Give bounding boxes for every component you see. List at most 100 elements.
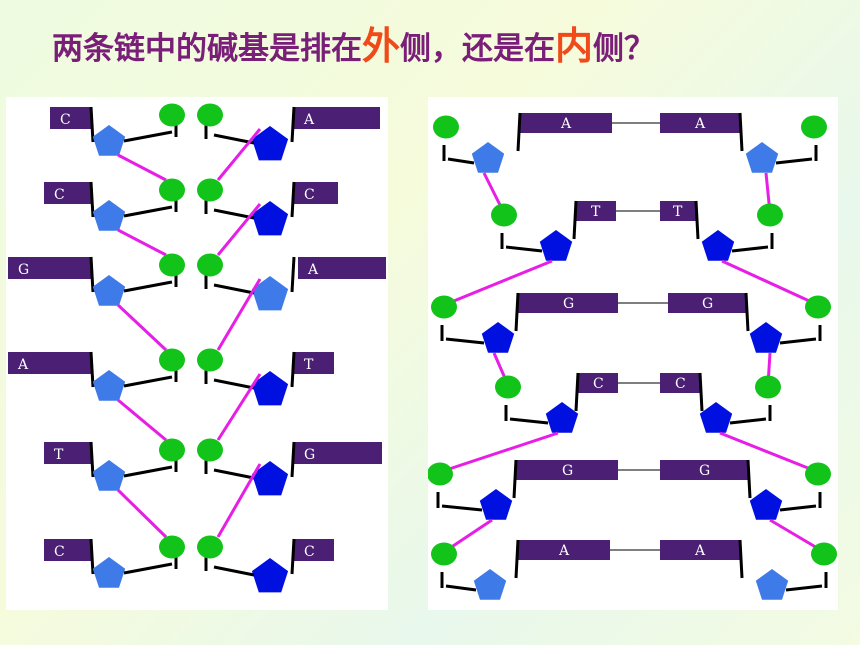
right-strand-base-5-label: C [304, 544, 315, 560]
right-backbone-bond-3 [719, 431, 819, 474]
pair-left-base-4 [516, 460, 618, 480]
right-strand-sugar-5 [251, 558, 289, 593]
pair-right-base-3 [660, 373, 700, 393]
left-strand-base-1 [44, 182, 92, 204]
left-strand-stem-2 [89, 256, 95, 293]
right-strand-stem-1 [290, 181, 296, 218]
left-strand-stem-3 [89, 351, 95, 388]
pair-left-stem-4 [512, 459, 518, 499]
left-strand-base-2-label: G [18, 262, 29, 278]
right-strand-stem-3 [290, 351, 296, 388]
pair-right-phosphate-4 [805, 462, 831, 486]
pair-right-phosphate-5 [811, 542, 837, 566]
pair-left-sugar-4 [479, 489, 513, 520]
left-strand-phosphate-0 [159, 103, 185, 127]
right-strand-sugar-2 [251, 276, 289, 311]
left-strand-stem-0 [89, 106, 95, 143]
pair-left-stem-5 [514, 539, 520, 579]
left-strand-phosphate-1 [159, 178, 185, 202]
pair-right-base-1-label: T [673, 204, 683, 220]
pair-left-base-3 [578, 373, 618, 393]
left-backbone-bond-3 [439, 431, 559, 474]
pair-right-stem-1 [694, 200, 700, 240]
right-strand-link-2 [213, 283, 255, 295]
pair-left-phosphate-5 [431, 542, 457, 566]
pair-left-base-2 [518, 293, 618, 313]
pair-left-sugar-5 [473, 569, 507, 600]
left-strand-stem-1 [89, 181, 95, 218]
right-strand-base-2-label: A [307, 262, 319, 278]
left-strand-phosphate-5 [159, 535, 185, 559]
right-strand-sugar-1 [251, 201, 289, 236]
pair-right-stem-4 [746, 459, 752, 499]
pair-left-link-0 [447, 157, 475, 165]
pair-right-base-0 [660, 113, 740, 133]
pair-left-link-4 [441, 504, 483, 512]
left-strand-base-2 [8, 257, 92, 279]
right-strand-base-5 [294, 539, 334, 561]
right-strand-base-3 [294, 352, 334, 374]
left-strand-sugar-3 [92, 370, 126, 401]
pair-right-link-0 [775, 157, 813, 165]
left-strand-sugar-2 [92, 275, 126, 306]
right-strand-base-4 [294, 442, 382, 464]
right-strand-link-0 [213, 133, 255, 145]
right-strand-link-3 [213, 378, 255, 390]
pair-right-phosphate-3 [755, 375, 781, 399]
right-backbone-bond-1 [721, 259, 819, 307]
pair-right-link-1 [731, 245, 769, 253]
left-strand-base-5 [44, 539, 92, 561]
left-strand-bond-0 [117, 153, 167, 182]
right-strand-base-2 [298, 257, 386, 279]
pair-right-sugar-3 [699, 402, 733, 433]
pair-right-link-3 [729, 417, 767, 425]
left-strand-link-4 [123, 465, 173, 478]
pair-left-link-5 [445, 584, 477, 592]
left-strand-sugar-4 [92, 460, 126, 491]
pair-right-stem-5 [738, 539, 744, 579]
pair-left-link-1 [505, 245, 543, 253]
pair-left-base-0 [520, 113, 612, 133]
right-strand-phosphate-3 [197, 348, 223, 372]
right-strand-sugar-3 [251, 371, 289, 406]
pair-right-base-5 [660, 540, 740, 560]
pair-right-stem-2 [744, 292, 750, 332]
left-strand-phosphate-2 [159, 253, 185, 277]
pair-right-stem-0 [738, 112, 744, 152]
right-strand-bond-1 [216, 203, 262, 256]
pair-right-link-2 [779, 337, 817, 345]
pair-right-base-4 [660, 460, 748, 480]
title-part-1: 两条链中的碱基是排在 [52, 31, 362, 67]
left-strand-stem-5 [89, 538, 95, 575]
pair-right-sugar-4 [749, 489, 783, 520]
left-strand-base-4 [44, 442, 92, 464]
right-strand-phosphate-5 [197, 535, 223, 559]
pair-left-phosphate-1 [491, 203, 517, 227]
left-strand-sugar-1 [92, 200, 126, 231]
right-strand-base-0 [294, 107, 380, 129]
right-strand-bond-3 [216, 373, 262, 441]
pair-right-base-3-label: C [675, 376, 686, 392]
pair-left-base-4-label: G [562, 463, 573, 479]
left-strand-bond-3 [117, 398, 167, 442]
pair-left-sugar-0 [471, 142, 505, 173]
pair-right-link-5 [785, 584, 823, 592]
pair-left-stem-1 [572, 200, 578, 240]
left-strand-base-0 [50, 107, 92, 129]
pair-left-phosphate-2 [431, 295, 457, 319]
left-strand-bond-2 [116, 303, 168, 352]
pair-left-stem-2 [514, 292, 520, 332]
left-strand-base-4-label: T [54, 447, 64, 463]
pair-left-base-1-label: T [591, 204, 601, 220]
right-strand-stem-5 [290, 538, 296, 575]
pair-right-sugar-2 [749, 322, 783, 353]
pair-left-link-2 [445, 337, 485, 345]
left-strand-link-2 [123, 280, 173, 293]
left-strand-sugar-5 [92, 557, 126, 588]
pair-right-base-1 [660, 201, 696, 221]
slide-title: 两条链中的碱基是排在外侧，还是在内侧？ [52, 18, 832, 74]
right-strand-stem-4 [290, 441, 296, 478]
pair-left-sugar-2 [481, 322, 515, 353]
